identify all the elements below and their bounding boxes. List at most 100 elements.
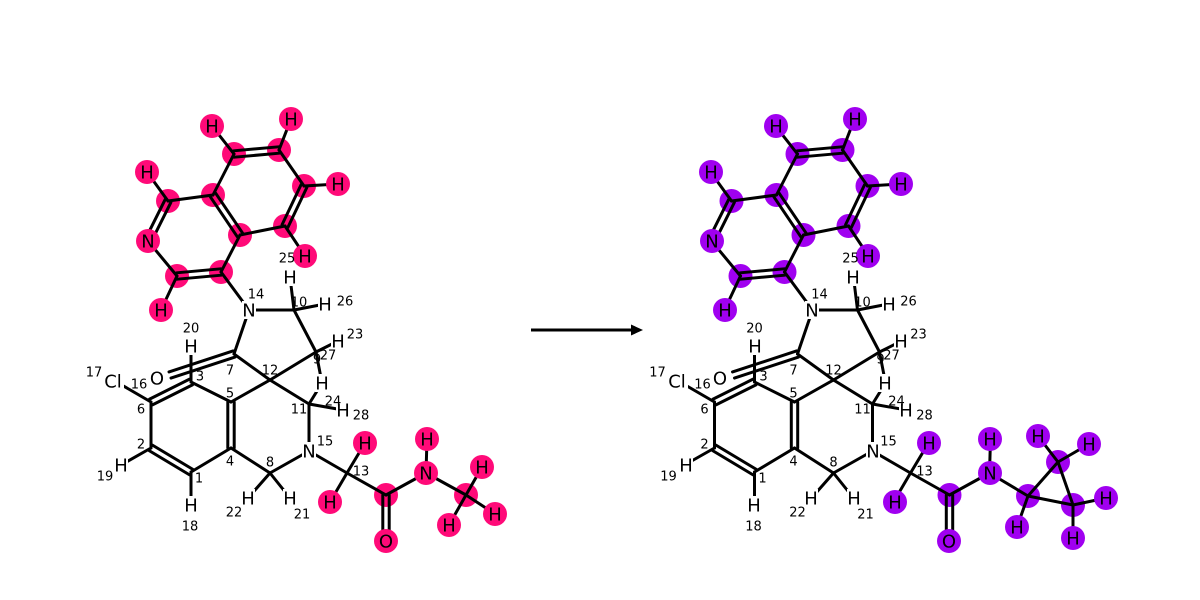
atom-h-29: H [1061, 526, 1085, 550]
bond-15 [796, 352, 835, 382]
atom-h-9: H [318, 295, 332, 316]
bond-3 [238, 224, 287, 237]
atom-highlight [937, 529, 961, 553]
bond-5 [775, 152, 799, 197]
atom-knockout [114, 456, 128, 474]
atom-index-label: 10 [291, 296, 308, 311]
atom-h-17: H [917, 431, 941, 455]
atom-n-7: N [242, 301, 256, 322]
bond-29 [229, 446, 272, 475]
atom-h-15: H [336, 401, 350, 422]
atom-symbol: Cl [668, 372, 686, 393]
atom-highlight [713, 298, 737, 322]
atom-index-label: 13 [353, 465, 370, 480]
bond-23-a [714, 443, 758, 471]
atom-symbol: H [442, 516, 456, 537]
atom-highlight [136, 229, 160, 253]
atom-symbol: H [718, 301, 732, 322]
atom-h-23: H [241, 489, 255, 510]
atom-index-label: 8 [829, 456, 837, 471]
atom-o-28: O [374, 529, 398, 553]
atom-symbol: H [1031, 427, 1045, 448]
atom-h-11: H [184, 337, 198, 358]
atom-h-1: H [843, 107, 867, 131]
atom-n-4: N [136, 229, 160, 253]
atom-symbol: H [283, 268, 297, 289]
atom-highlight [279, 107, 303, 131]
atom-cl-13: Cl [102, 372, 124, 393]
atom-index-label: 26 [900, 295, 917, 310]
atom-knockout [878, 374, 892, 392]
atom-o-12: O [713, 369, 727, 390]
atom-symbol: H [888, 493, 902, 514]
atom-index-label: 16 [131, 378, 148, 393]
bond-cp-12 [1026, 460, 1060, 498]
atom-index-label: 12 [262, 364, 279, 379]
atom-h-8: H [846, 268, 860, 289]
bond-4-b [772, 195, 803, 239]
atom-index-label: 25 [279, 252, 296, 267]
atom-h-6: H [713, 298, 737, 322]
atom-knockout [846, 268, 860, 286]
atom-h-28: H [1005, 515, 1029, 539]
atom-highlight [883, 490, 907, 514]
atom-highlight [326, 172, 350, 196]
atom-cl-13: Cl [666, 372, 688, 393]
atom-symbol: H [336, 401, 350, 422]
bond-2-a [844, 183, 867, 227]
atom-index-label: 4 [226, 455, 234, 470]
atom-symbol: H [318, 295, 332, 316]
atom-symbol: H [846, 268, 860, 289]
atom-h-17: H [353, 431, 377, 455]
bond-23-b [711, 449, 755, 477]
atom-knockout [242, 301, 256, 319]
atom-highlight [1026, 424, 1050, 448]
atom-symbol: H [894, 332, 908, 353]
atom-index-label: 20 [183, 322, 200, 337]
atom-symbol: H [241, 489, 255, 510]
atom-knockout [899, 401, 913, 419]
atom-index-label: 17 [649, 366, 666, 381]
atom-highlight [318, 490, 342, 514]
atom-symbol: H [154, 301, 168, 322]
atom-symbol: H [298, 247, 312, 268]
bond-17-b [732, 355, 800, 380]
atom-knockout [283, 489, 297, 507]
atom-n-4: N [700, 229, 724, 253]
atom-symbol: H [847, 489, 861, 510]
atom-index-label: 4 [789, 455, 797, 470]
atom-highlight [470, 455, 494, 479]
reaction-arrow [531, 324, 643, 336]
atom-knockout [318, 295, 332, 313]
atom-h-15: H [899, 401, 913, 422]
bond-25-b [711, 377, 755, 401]
atom-symbol: H [1010, 518, 1024, 539]
bond-1 [277, 148, 306, 188]
atom-symbol: O [379, 532, 393, 553]
atom-knockout [283, 268, 297, 286]
atom-symbol: H [861, 247, 875, 268]
atom-index-label: 5 [789, 387, 797, 402]
bond-4-a [777, 191, 808, 235]
bond-22 [189, 446, 233, 474]
bond-10 [783, 233, 805, 274]
atom-highlight [483, 502, 507, 526]
atom-highlight [415, 427, 439, 451]
atom-index-label: 11 [291, 403, 308, 418]
bond-0-b [795, 145, 844, 153]
atom-o-30: O [937, 529, 961, 553]
atom-index-label: 11 [854, 403, 871, 418]
atom-symbol: N [141, 232, 154, 253]
atom-highlight [200, 114, 224, 138]
atom-highlight [149, 298, 173, 322]
bond-10 [219, 233, 242, 274]
bond-17-a [731, 349, 799, 374]
atom-symbol: H [184, 337, 198, 358]
bond-3 [802, 224, 850, 237]
atom-h-1: H [279, 107, 303, 131]
atom-symbol: H [283, 489, 297, 510]
atom-index-label: 23 [910, 328, 927, 343]
atom-h-14: H [878, 374, 892, 395]
